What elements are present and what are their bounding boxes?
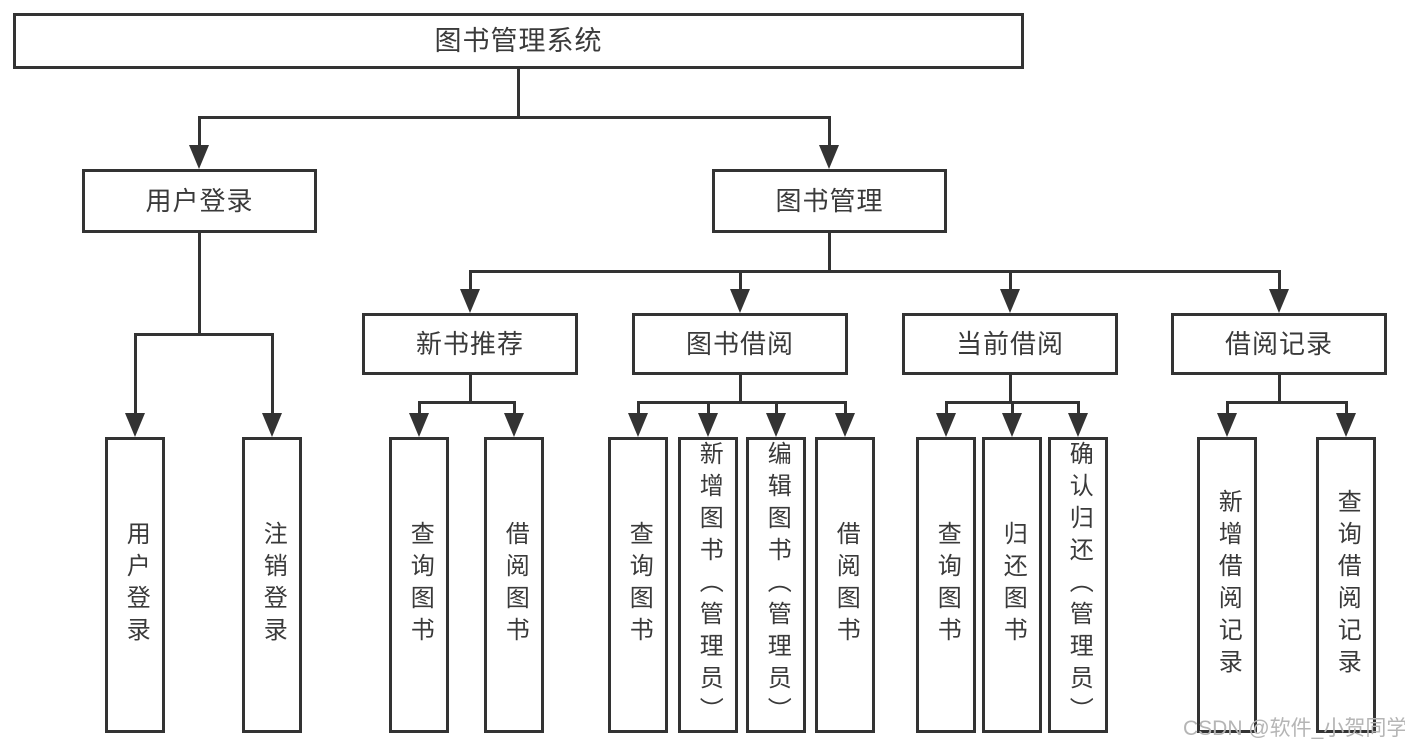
arrow-down-icon <box>262 413 282 437</box>
edge-to-leaf-user-login <box>134 333 137 414</box>
arrow-down-icon <box>1269 289 1289 313</box>
leaf-query-books-3: 查询图书 <box>916 437 976 733</box>
arrow-down-icon <box>460 289 480 313</box>
edge-to-leaf <box>844 401 847 414</box>
node-label: 新书推荐 <box>415 329 524 359</box>
edge-to-leaf <box>1077 401 1080 414</box>
edge-to-leaf <box>513 401 516 414</box>
edge-root-stem <box>517 67 520 119</box>
edge-to-leaf <box>418 401 421 414</box>
arrow-down-icon <box>698 413 718 437</box>
edge-to-book-management <box>828 116 831 146</box>
arrow-down-icon <box>936 413 956 437</box>
arrow-down-icon <box>504 413 524 437</box>
leaf-return-books: 归还图书 <box>982 437 1042 733</box>
leaf-label: 查询图书 <box>406 521 434 649</box>
edge-to-leaf <box>945 401 948 414</box>
leaf-label: 借阅图书 <box>501 521 529 649</box>
edge-book-management-stem <box>828 231 831 272</box>
node-book-borrowing: 图书借阅 <box>632 313 848 375</box>
edge-user-login-stem <box>198 231 201 335</box>
leaf-logout: 注销登录 <box>242 437 302 733</box>
node-label: 图书借阅 <box>685 329 794 359</box>
leaf-label: 查询借阅记录 <box>1333 489 1361 681</box>
leaf-query-borrow-record: 查询借阅记录 <box>1316 437 1376 733</box>
arrow-down-icon <box>409 413 429 437</box>
arrow-down-icon <box>628 413 648 437</box>
node-borrow-records: 借阅记录 <box>1171 313 1387 375</box>
edge-to-borrow-records <box>1278 270 1281 291</box>
leaf-query-books-1: 查询图书 <box>389 437 449 733</box>
edge-new-book-branch <box>418 401 516 404</box>
edge-to-leaf <box>775 401 778 414</box>
node-current-borrowing: 当前借阅 <box>902 313 1118 375</box>
node-label: 当前借阅 <box>955 329 1064 359</box>
edge-root-branch <box>198 116 831 119</box>
leaf-user-login: 用户登录 <box>105 437 165 733</box>
leaf-label: 归还图书 <box>999 521 1027 649</box>
edge-new-book-stem <box>469 373 472 403</box>
edge-user-login-branch <box>134 333 274 336</box>
arrow-down-icon <box>189 145 209 169</box>
node-label: 用户登录 <box>145 186 254 216</box>
arrow-down-icon <box>1336 413 1356 437</box>
leaf-label: 注销登录 <box>259 521 287 649</box>
edge-to-current-borrowing <box>1009 270 1012 291</box>
edge-book-borrowing-stem <box>739 373 742 403</box>
node-user-login: 用户登录 <box>82 169 317 233</box>
node-new-book-recommend: 新书推荐 <box>362 313 578 375</box>
node-label: 图书管理 <box>775 186 884 216</box>
edge-to-leaf <box>1226 401 1229 414</box>
node-library-management-system: 图书管理系统 <box>13 13 1024 69</box>
leaf-add-books-admin: 新增图书（管理员） <box>678 437 738 733</box>
edge-borrow-records-stem <box>1278 373 1281 403</box>
edge-current-borrowing-stem <box>1009 373 1012 403</box>
leaf-label: 查询图书 <box>933 521 961 649</box>
edge-to-leaf-logout <box>271 333 274 414</box>
edge-to-book-borrowing <box>739 270 742 291</box>
leaf-confirm-return-admin: 确认归还（管理员） <box>1048 437 1108 733</box>
node-book-management: 图书管理 <box>712 169 947 233</box>
leaf-label: 新增图书（管理员） <box>695 441 723 729</box>
leaf-edit-books-admin: 编辑图书（管理员） <box>746 437 806 733</box>
arrow-down-icon <box>766 413 786 437</box>
edge-book-management-branch <box>469 270 1281 273</box>
csdn-watermark: CSDN @软件_小贺同学 <box>1183 717 1405 740</box>
leaf-query-books-2: 查询图书 <box>608 437 668 733</box>
leaf-label: 编辑图书（管理员） <box>763 441 791 729</box>
leaf-label: 确认归还（管理员） <box>1065 441 1093 729</box>
edge-to-leaf <box>637 401 640 414</box>
leaf-borrow-books-1: 借阅图书 <box>484 437 544 733</box>
leaf-label: 用户登录 <box>122 521 150 649</box>
arrow-down-icon <box>1217 413 1237 437</box>
edge-borrow-records-branch <box>1226 401 1348 404</box>
arrow-down-icon <box>125 413 145 437</box>
arrow-down-icon <box>730 289 750 313</box>
node-label: 借阅记录 <box>1224 329 1333 359</box>
arrow-down-icon <box>819 145 839 169</box>
arrow-down-icon <box>1000 289 1020 313</box>
arrow-down-icon <box>835 413 855 437</box>
leaf-borrow-books-2: 借阅图书 <box>815 437 875 733</box>
leaf-label: 查询图书 <box>625 521 653 649</box>
arrow-down-icon <box>1002 413 1022 437</box>
leaf-label: 借阅图书 <box>832 521 860 649</box>
arrow-down-icon <box>1068 413 1088 437</box>
leaf-add-borrow-record: 新增借阅记录 <box>1197 437 1257 733</box>
edge-to-leaf <box>707 401 710 414</box>
edge-book-borrowing-branch <box>637 401 846 404</box>
node-label: 图书管理系统 <box>434 25 603 56</box>
edge-to-user-login <box>198 116 201 146</box>
edge-to-new-book-recommend <box>469 270 472 291</box>
edge-to-leaf <box>1345 401 1348 414</box>
edge-to-leaf <box>1011 401 1014 414</box>
leaf-label: 新增借阅记录 <box>1214 489 1242 681</box>
